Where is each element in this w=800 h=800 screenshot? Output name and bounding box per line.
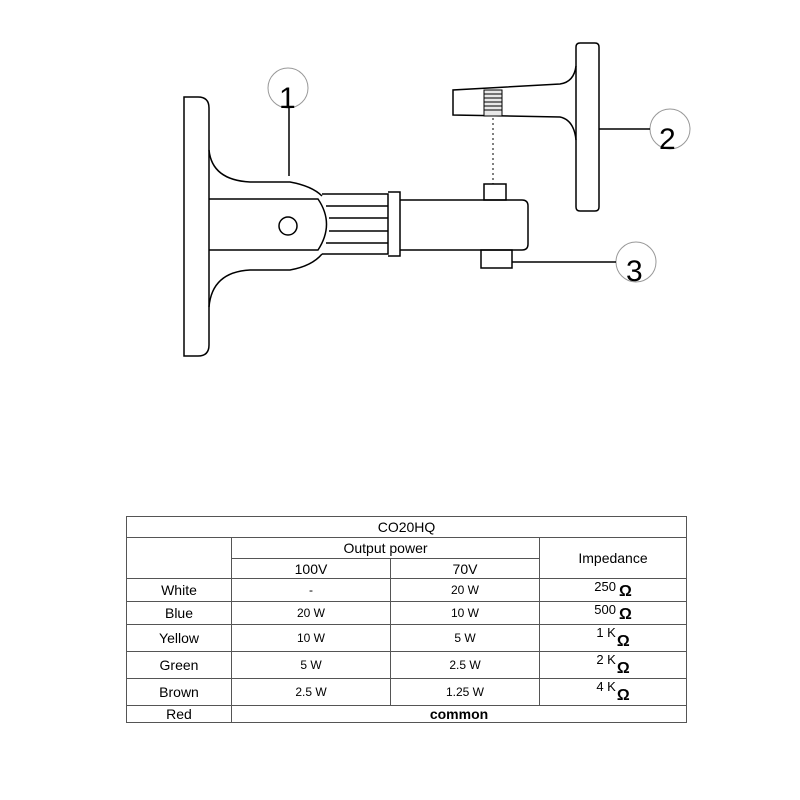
wall-plate (183, 96, 210, 357)
impedance-value: 4 K (596, 679, 616, 694)
wire-color: White (126, 578, 232, 602)
table-row: Brown 2.5 W 1.25 W 4 KΩ (126, 678, 688, 706)
power-100v: - (231, 578, 391, 602)
pivot-hole (278, 216, 298, 236)
table-title: CO20HQ (125, 516, 688, 538)
power-70v: 5 W (390, 624, 540, 652)
power-70v: 20 W (390, 578, 540, 602)
table-row: Red common (126, 705, 688, 723)
extension-arm (400, 199, 529, 251)
wire-color: Brown (126, 678, 232, 706)
output-power-header: Output power (231, 537, 540, 559)
ohm-symbol: Ω (618, 606, 632, 623)
voltage-70v-header: 70V (390, 558, 540, 579)
callout-1-label: 1 (279, 82, 296, 115)
callout-2-label: 2 (659, 123, 676, 156)
speaker-plate (575, 42, 600, 212)
adjust-knob (480, 249, 513, 269)
wire-color: Green (126, 651, 232, 679)
spec-table: CO20HQ Output power Impedance 100V 70V W… (125, 516, 688, 723)
wire-color: Yellow (126, 624, 232, 652)
arm-body (209, 198, 328, 251)
callout-3-label: 3 (626, 255, 643, 288)
wire-color: Red (126, 705, 232, 723)
impedance-cell: 4 KΩ (538, 678, 688, 706)
arm-flare-top (208, 149, 323, 197)
voltage-100v-header: 100V (231, 558, 391, 579)
ohm-symbol: Ω (616, 633, 630, 650)
power-70v: 10 W (390, 601, 540, 625)
power-100v: 10 W (231, 624, 391, 652)
corner-cell (126, 537, 232, 579)
impedance-value: 1 K (596, 625, 616, 640)
bracket-drawing: 1 2 3 (183, 42, 691, 357)
power-70v: 1.25 W (390, 678, 540, 706)
callout-1-circle (267, 67, 309, 109)
ohm-symbol: Ω (616, 660, 630, 677)
power-70v: 2.5 W (390, 651, 540, 679)
impedance-value: 2 K (596, 652, 616, 667)
common-value: common (230, 705, 688, 723)
ohm-symbol: Ω (616, 687, 630, 704)
impedance-cell: 1 KΩ (538, 624, 688, 652)
threaded-insert (483, 89, 503, 117)
impedance-value: 500 (594, 602, 616, 617)
power-100v: 20 W (231, 601, 391, 625)
ohm-symbol: Ω (618, 583, 632, 600)
top-stud (483, 183, 507, 201)
collar (388, 191, 401, 257)
arm-flare-bottom (208, 253, 323, 308)
impedance-value: 250 (594, 579, 616, 594)
ribbed-section (322, 193, 389, 255)
impedance-header: Impedance (538, 537, 688, 579)
power-100v: 2.5 W (231, 678, 391, 706)
power-100v: 5 W (231, 651, 391, 679)
impedance-cell: 2 KΩ (538, 651, 688, 679)
speaker-flare (452, 65, 577, 141)
table-row: Yellow 10 W 5 W 1 KΩ (126, 624, 688, 652)
table-row: Green 5 W 2.5 W 2 KΩ (126, 651, 688, 679)
wire-color: Blue (126, 601, 232, 625)
